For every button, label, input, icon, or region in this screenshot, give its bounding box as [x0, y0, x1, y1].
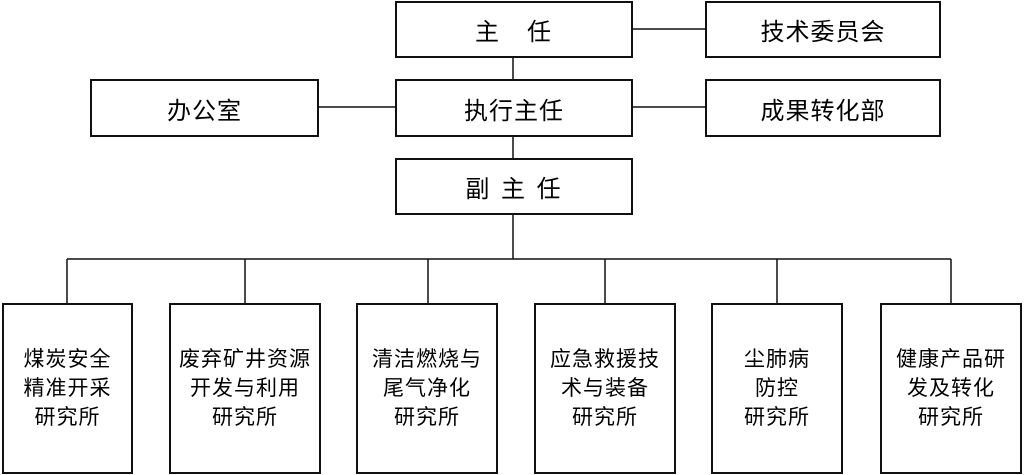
director-box: 主 任 — [395, 1, 633, 58]
institute-line: 煤炭安全 — [23, 347, 112, 371]
institute-line: 研究所 — [394, 405, 460, 429]
deputy-director-label: 副 主 任 — [465, 175, 563, 203]
institute-line: 开发与利用 — [190, 376, 300, 400]
institute-line: 研究所 — [34, 405, 101, 429]
institute-line: 研究所 — [572, 405, 638, 429]
institute-box-abandoned-mine: 废弃矿井资源 开发与利用 研究所 — [169, 303, 321, 474]
office-label: 办公室 — [167, 96, 242, 125]
institute-line: 发及转化 — [907, 376, 995, 400]
institute-box-coal-mining: 煤炭安全 精准开采 研究所 — [2, 303, 133, 474]
institute-line: 健康产品研 — [896, 347, 1006, 371]
institute-line: 术与装备 — [561, 376, 649, 400]
institute-line: 研究所 — [918, 405, 984, 429]
institute-line: 应急救援技 — [550, 347, 660, 371]
institute-line: 防控 — [755, 376, 799, 400]
achievement-transfer-dept-box: 成果转化部 — [705, 79, 941, 137]
institute-box-clean-combustion: 清洁燃烧与 尾气净化 研究所 — [356, 303, 498, 474]
institute-line: 精准开采 — [23, 376, 112, 400]
director-label: 主 任 — [475, 18, 553, 46]
institute-line: 尾气净化 — [383, 376, 471, 400]
office-box: 办公室 — [90, 79, 319, 137]
executive-director-label: 执行主任 — [464, 96, 564, 125]
institute-line: 清洁燃烧与 — [372, 347, 482, 371]
technical-committee-box: 技术委员会 — [705, 1, 941, 58]
technical-committee-label: 技术委员会 — [760, 18, 886, 46]
institute-line: 尘肺病 — [744, 347, 810, 371]
institute-box-health-products: 健康产品研 发及转化 研究所 — [880, 303, 1022, 474]
deputy-director-box: 副 主 任 — [395, 158, 633, 215]
institute-line: 废弃矿井资源 — [179, 347, 311, 371]
institute-line: 研究所 — [744, 405, 810, 429]
achievement-transfer-dept-label: 成果转化部 — [760, 96, 886, 125]
executive-director-box: 执行主任 — [395, 79, 633, 137]
institute-box-pneumoconiosis: 尘肺病 防控 研究所 — [711, 303, 843, 474]
institute-line: 研究所 — [212, 405, 278, 429]
institute-box-emergency-rescue: 应急救援技 术与装备 研究所 — [534, 303, 676, 474]
